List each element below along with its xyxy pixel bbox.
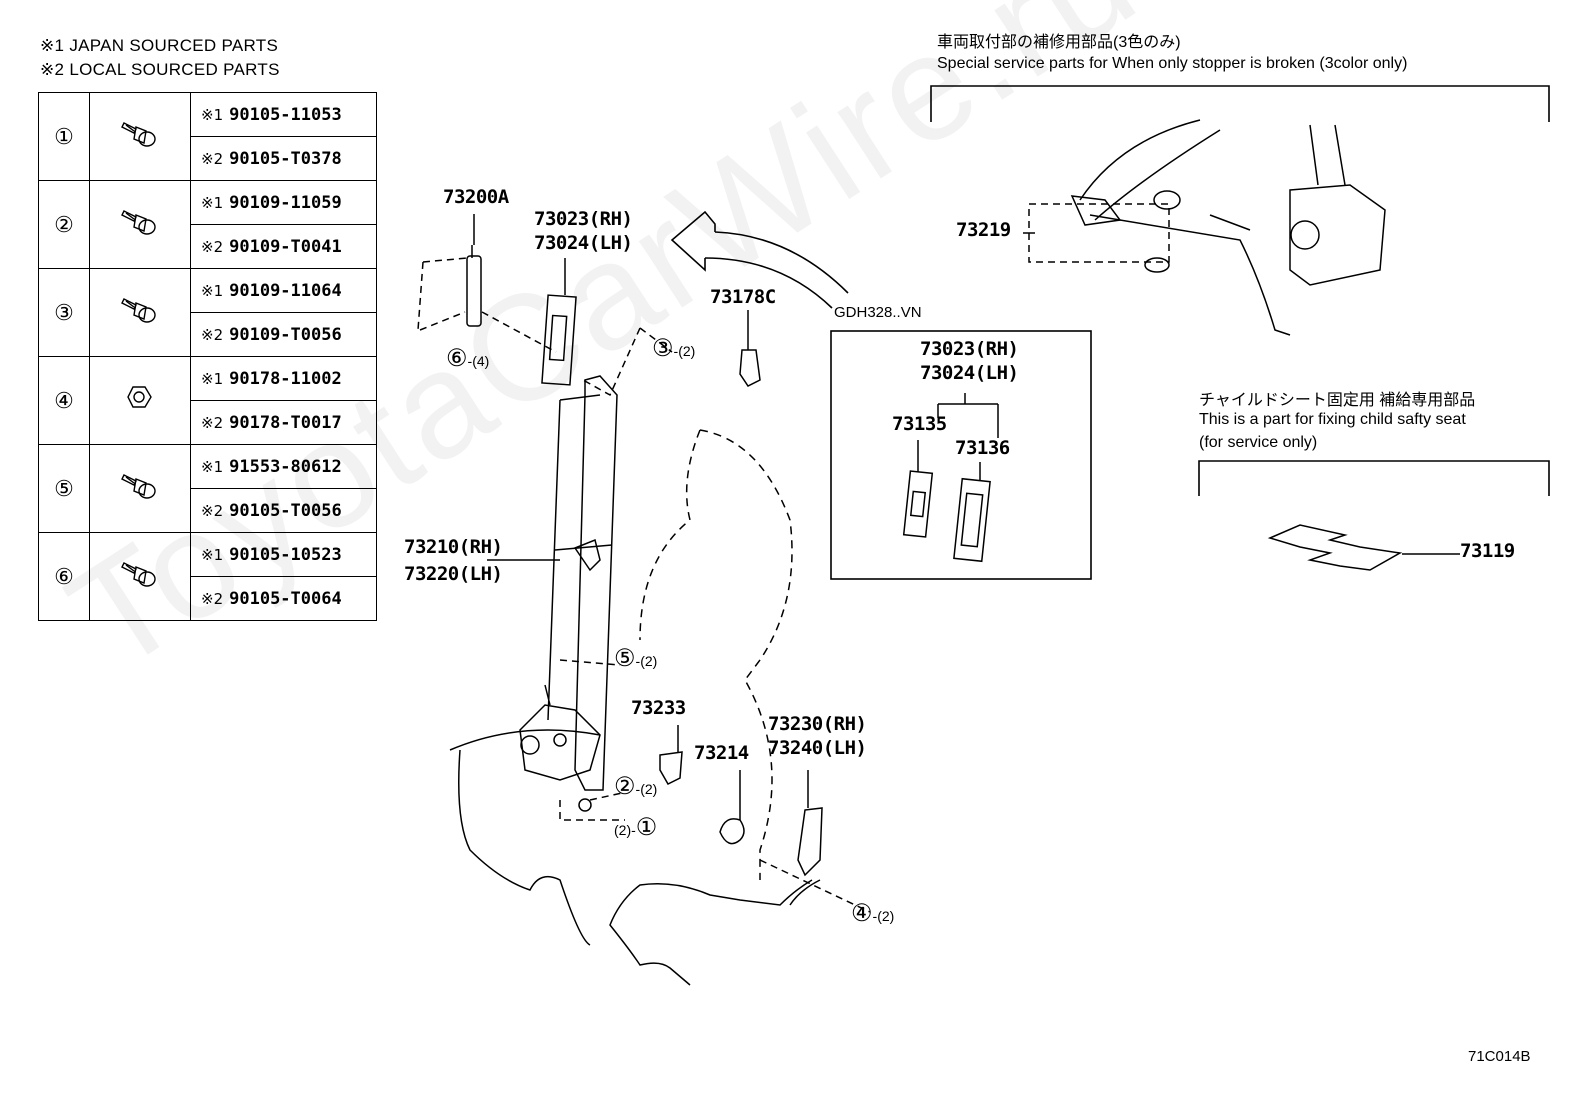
ref-6: ⑥-(4)	[446, 345, 490, 372]
ref-4: ④-(2)	[851, 900, 895, 927]
retractor	[519, 704, 601, 781]
anchor-73200a	[466, 255, 482, 327]
child-seat-note-jp: チャイルドシート固定用 補給専用部品	[1199, 392, 1476, 409]
label-73210-rh: 73210(RH)	[404, 536, 503, 558]
label-73178c: 73178C	[710, 286, 776, 308]
child-seat-note-en2: (for service only)	[1199, 434, 1318, 451]
curved-arrow	[714, 231, 849, 294]
curved-arrow-outer	[704, 257, 833, 309]
cover-73023	[541, 294, 577, 386]
part-73214	[719, 818, 745, 845]
label-73220-lh: 73220(LH)	[404, 563, 503, 585]
label-73136: 73136	[955, 437, 1010, 459]
label-73230-rh: 73230(RH)	[768, 713, 867, 735]
belt-webbing	[574, 375, 618, 791]
part-73135	[902, 470, 934, 538]
stopper-bracket	[930, 85, 1550, 122]
label-73023-rh: 73023(RH)	[534, 208, 633, 230]
stopper-note-en: Special service parts for When only stop…	[937, 55, 1408, 72]
label-73214: 73214	[694, 742, 749, 764]
arrow-head	[670, 210, 716, 272]
legend-local: ※2 LOCAL SOURCED PARTS	[40, 60, 280, 79]
stopper-group-box	[1028, 203, 1170, 263]
fastener-number: ①	[38, 92, 90, 181]
retractor-detail	[1289, 184, 1386, 286]
bolt-icon	[89, 180, 191, 269]
label-73119: 73119	[1460, 540, 1515, 562]
fastener-number: ②	[38, 180, 90, 269]
label-box-73024: 73024(LH)	[920, 362, 1019, 384]
fastener-number: ⑤	[38, 444, 90, 533]
label-73200a: 73200A	[443, 186, 509, 208]
stopper-belt	[1079, 119, 1291, 336]
label-73135: 73135	[892, 413, 947, 435]
stopper-note-jp: 車両取付部の補修用部品(3色のみ)	[937, 34, 1181, 51]
child-seat-bracket	[1198, 460, 1550, 496]
label-73024-lh: 73024(LH)	[534, 232, 633, 254]
bolt-icon	[89, 532, 191, 621]
part-73233	[659, 751, 683, 785]
label-73240-lh: 73240(LH)	[768, 737, 867, 759]
ref-3: ③-(2)	[652, 335, 696, 362]
ref-1: (2)-①	[614, 814, 658, 841]
fastener-number: ④	[38, 356, 90, 445]
label-73233: 73233	[631, 697, 686, 719]
plate-73119	[1267, 524, 1403, 571]
legend-japan: ※1 JAPAN SOURCED PARTS	[40, 36, 279, 55]
ref-5: ⑤-(2)	[614, 645, 658, 672]
label-box-73023: 73023(RH)	[920, 338, 1019, 360]
buckle-73230	[797, 807, 823, 877]
seat-shell	[449, 729, 601, 946]
child-seat-note-en1: This is a part for fixing child safty se…	[1199, 411, 1466, 428]
clip-73178c	[739, 349, 761, 387]
seat-outline	[699, 429, 793, 880]
bolt-icon	[89, 444, 191, 533]
fastener-number: ⑥	[38, 532, 90, 621]
label-73219: 73219	[956, 219, 1011, 241]
ref-2: ②-(2)	[614, 773, 658, 800]
gdh-box	[830, 330, 1092, 580]
part-73136	[953, 477, 991, 563]
model-code: GDH328..VN	[834, 304, 922, 321]
figure-code: 71C014B	[1468, 1048, 1531, 1065]
nut-icon	[89, 356, 191, 445]
